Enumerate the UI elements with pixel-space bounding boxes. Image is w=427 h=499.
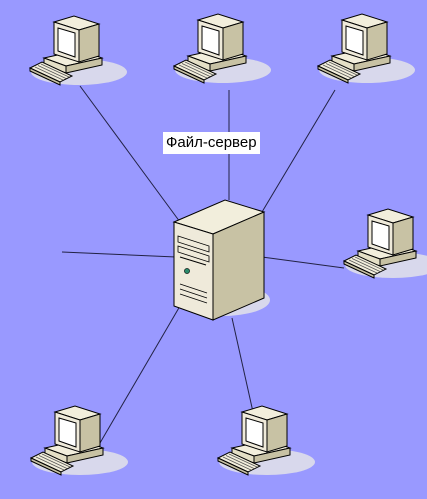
link-top-right xyxy=(261,89,336,213)
link-top-left xyxy=(79,85,181,223)
workstation-icon xyxy=(217,405,316,476)
link-left-stub xyxy=(61,251,177,258)
workstation-icon xyxy=(30,405,129,476)
workstation-icon xyxy=(317,13,416,84)
file-server-icon xyxy=(172,199,270,321)
link-bottom-right xyxy=(231,317,254,413)
link-right xyxy=(261,256,345,269)
workstation-icon xyxy=(343,208,427,279)
server-label: Файл-сервер xyxy=(163,132,260,154)
link-bottom-left xyxy=(99,305,181,444)
workstation-icon xyxy=(173,13,272,84)
workstation-icon xyxy=(29,15,128,86)
